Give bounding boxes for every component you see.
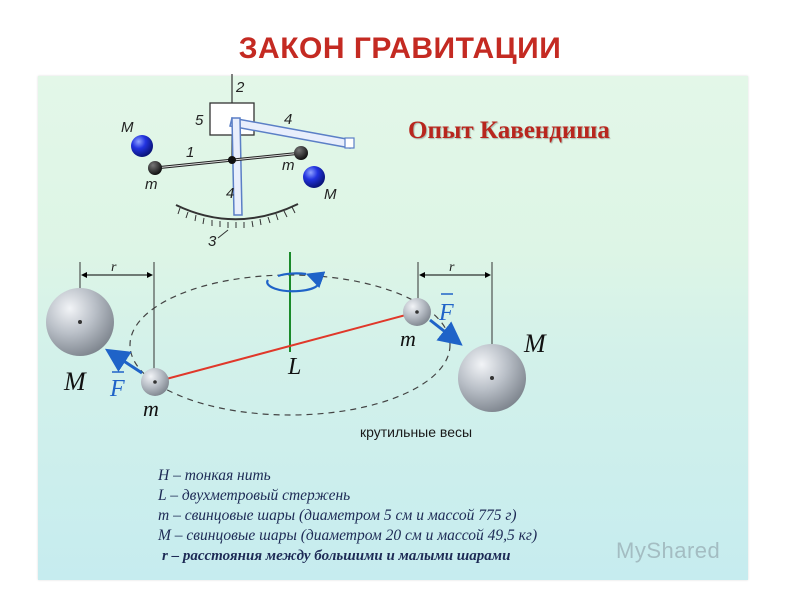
label-small-left: m: [145, 176, 158, 193]
force-arrow-right: [429, 318, 463, 346]
big-ball-left: [131, 135, 153, 157]
legend-line-h: H – тонкая нить: [158, 467, 271, 484]
label-3: 3: [208, 233, 217, 250]
legend: H – тонкая нить L – двухметровый стержен…: [158, 466, 718, 566]
big-mass-label-right: M: [523, 329, 547, 358]
label-4-bottom: 4: [226, 185, 234, 202]
rod-line: [154, 311, 418, 383]
torsion-balance: r r F F M M: [46, 252, 547, 440]
label-2: 2: [235, 79, 245, 96]
label-5: 5: [195, 112, 204, 129]
label-big-right: M: [324, 186, 337, 203]
force-label-left: F: [109, 376, 125, 402]
force-label-right: F: [438, 300, 454, 326]
small-ball-right: [294, 146, 308, 160]
r-label-left: r: [111, 260, 117, 275]
slide-title: ЗАКОН ГРАВИТАЦИИ: [238, 32, 562, 65]
label-small-right: m: [282, 157, 295, 174]
big-mass-label-left: M: [63, 367, 87, 396]
legend-line-l: L – двухметровый стержень: [158, 487, 351, 504]
apparatus-figure: 2 5 4 1 4 3 M m m M: [121, 74, 355, 250]
rotation-arrow: [266, 271, 326, 293]
label-4-top: 4: [284, 111, 292, 128]
content-panel: [38, 76, 748, 580]
length-label: L: [287, 354, 301, 380]
legend-line-m-small: m – свинцовые шары (диаметром 5 см и мас…: [158, 507, 517, 524]
big-ball-right: [303, 166, 325, 188]
legend-line-m-big: M – свинцовые шары (диаметром 20 см и ма…: [158, 527, 538, 544]
watermark: MyShared: [616, 538, 721, 563]
r-label-right: r: [449, 260, 455, 275]
experiment-heading: Опыт Кавендиша: [408, 117, 610, 144]
legend-line-r: r – расстояния между большими и малыми ш…: [162, 548, 511, 564]
scale-arc: [175, 203, 299, 221]
pointer-stem: [231, 117, 243, 216]
rod-center: [228, 156, 236, 164]
small-mass-label-left: m: [143, 396, 159, 421]
label-1: 1: [186, 144, 194, 161]
small-ball-left: [148, 161, 162, 175]
torsion-caption: крутильные весы: [360, 424, 472, 440]
force-arrow-left: [104, 348, 143, 375]
arm-tip: [344, 137, 355, 149]
small-mass-label-right: m: [400, 326, 416, 351]
label-big-left: M: [121, 119, 134, 136]
